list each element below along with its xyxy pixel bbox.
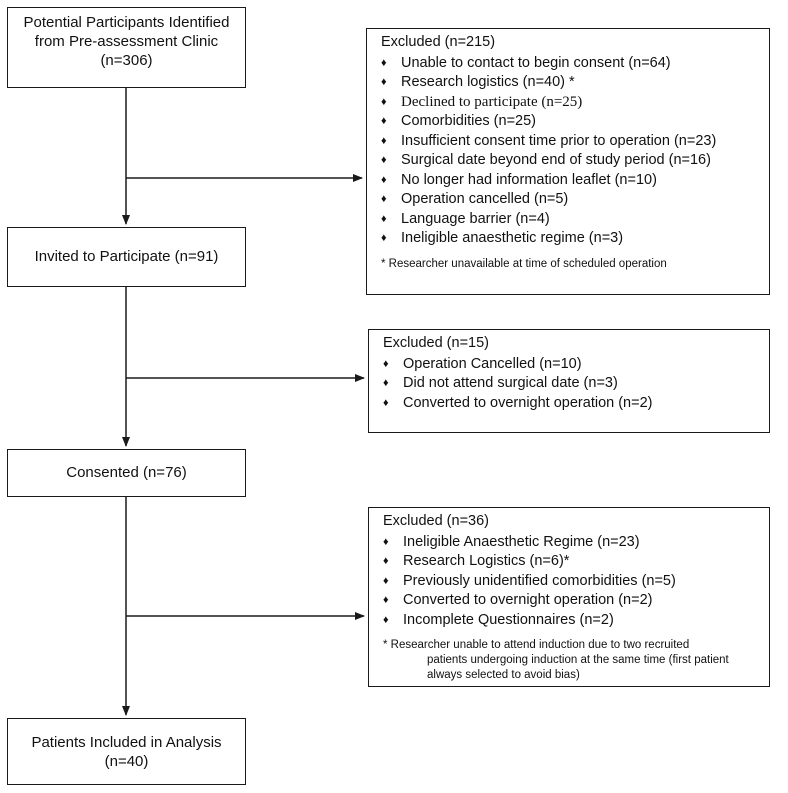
list-item: ♦Ineligible Anaesthetic Regime (n=23) [383, 533, 769, 553]
list-item: ♦Operation Cancelled (n=10) [383, 355, 769, 375]
list-item: ♦Insufficient consent time prior to oper… [381, 132, 769, 152]
box-patients-included: Patients Included in Analysis (n=40) [7, 718, 246, 785]
potential-line3: (n=306) [100, 52, 153, 69]
box-excluded-2: Excluded (n=15) ♦Operation Cancelled (n=… [368, 329, 770, 433]
excluded1-title: Excluded (n=215) [381, 34, 496, 50]
diamond-bullet-icon: ♦ [383, 574, 389, 587]
excluded3-title: Excluded (n=36) [383, 513, 489, 529]
list-item: ♦Research logistics (n=40) * [381, 73, 769, 93]
list-item: ♦Operation cancelled (n=5) [381, 190, 769, 210]
list-item: ♦No longer had information leaflet (n=10… [381, 171, 769, 191]
box-excluded-1: Excluded (n=215) ♦Unable to contact to b… [366, 28, 770, 295]
excluded3-note-line3: always selected to avoid bias) [427, 669, 580, 681]
diamond-bullet-icon: ♦ [381, 212, 387, 225]
box-potential-participants: Potential Participants Identified from P… [7, 7, 246, 88]
excluded3-note-line1: * Researcher unable to attend induction … [383, 639, 690, 651]
potential-line2: from Pre-assessment Clinic [34, 33, 219, 50]
list-item: ♦Converted to overnight operation (n=2) [383, 394, 769, 414]
potential-line1: Potential Participants Identified [23, 14, 230, 31]
excluded2-list: ♦Operation Cancelled (n=10) ♦Did not att… [383, 355, 769, 414]
diamond-bullet-icon: ♦ [381, 173, 387, 186]
list-item: ♦Surgical date beyond end of study perio… [381, 151, 769, 171]
consented-text: Consented (n=76) [66, 464, 187, 481]
invited-text: Invited to Participate (n=91) [34, 248, 219, 265]
diamond-bullet-icon: ♦ [383, 357, 389, 370]
diamond-bullet-icon: ♦ [383, 535, 389, 548]
diamond-bullet-icon: ♦ [381, 232, 387, 244]
diamond-bullet-icon: ♦ [381, 115, 387, 127]
list-item: ♦Previously unidentified comorbidities (… [383, 572, 769, 592]
analysis-line1: Patients Included in Analysis [31, 734, 222, 751]
excluded1-list: ♦Unable to contact to begin consent (n=6… [381, 54, 769, 249]
list-item: ♦Incomplete Questionnaires (n=2) [383, 611, 769, 631]
box-consented: Consented (n=76) [7, 449, 246, 497]
excluded3-list: ♦Ineligible Anaesthetic Regime (n=23) ♦R… [383, 533, 769, 631]
excluded2-title: Excluded (n=15) [383, 335, 489, 351]
diamond-bullet-icon: ♦ [381, 95, 387, 108]
excluded1-footnote: * Researcher unavailable at time of sche… [381, 257, 667, 270]
diamond-bullet-icon: ♦ [381, 154, 387, 166]
box-excluded-3: Excluded (n=36) ♦Ineligible Anaesthetic … [368, 507, 770, 687]
list-item: ♦Converted to overnight operation (n=2) [383, 591, 769, 611]
diamond-bullet-icon: ♦ [383, 377, 389, 389]
diamond-bullet-icon: ♦ [381, 76, 387, 88]
box-invited: Invited to Participate (n=91) [7, 227, 246, 287]
list-item: ♦Unable to contact to begin consent (n=6… [381, 54, 769, 74]
list-item: ♦Research Logistics (n=6)* [383, 552, 769, 572]
excluded3-footnote: * Researcher unable to attend induction … [383, 638, 769, 683]
list-item: ♦Language barrier (n=4) [381, 210, 769, 230]
list-item: ♦Comorbidities (n=25) [381, 112, 769, 132]
list-item: ♦Did not attend surgical date (n=3) [383, 374, 769, 394]
excluded3-note-line2: patients undergoing induction at the sam… [427, 654, 729, 666]
diamond-bullet-icon: ♦ [381, 134, 387, 147]
diamond-bullet-icon: ♦ [383, 613, 389, 626]
list-item: ♦Declined to participate (n=25) [381, 93, 769, 113]
list-item: ♦Ineligible anaesthetic regime (n=3) [381, 229, 769, 249]
diamond-bullet-icon: ♦ [383, 396, 389, 409]
diamond-bullet-icon: ♦ [381, 56, 387, 69]
diamond-bullet-icon: ♦ [383, 555, 389, 567]
diamond-bullet-icon: ♦ [383, 594, 389, 606]
diamond-bullet-icon: ♦ [381, 193, 387, 205]
analysis-line2: (n=40) [104, 753, 149, 770]
